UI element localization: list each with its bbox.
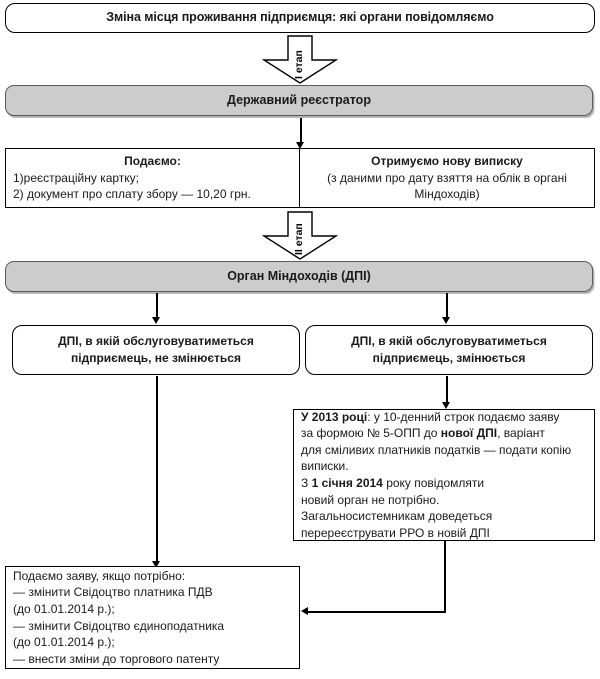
submit-line-2: 2) документ про сплату збору — 10,20 грн…	[13, 187, 251, 202]
connector-dpi-same-arrowhead	[152, 317, 160, 324]
receive-column: Отримуємо нову виписку (з даними про дат…	[300, 149, 594, 207]
submit-line-1: 1)реєстраційну картку;	[13, 170, 139, 185]
year-notice-line-5-post: року повідомляти	[382, 476, 485, 490]
connector-dpi-unchanged-to-apply	[156, 376, 158, 564]
tax-authority-bar: Орган Міндоходів (ДПІ)	[5, 261, 593, 292]
year-notice-line-1: У 2013 році: у 10-денний строк подаємо з…	[301, 409, 587, 426]
dpi-changed-line-2: підприємець, змінюється	[372, 351, 526, 365]
year-notice-line-2-post: , варіант	[497, 426, 545, 441]
connector-dpi-changed-to-year	[446, 376, 448, 405]
apply-line-5: (до 01.01.2014 р.);	[13, 635, 115, 650]
title-box: Зміна місця проживання підприємця: які о…	[5, 3, 595, 33]
apply-line-6: — внести зміни до торгового патенту	[13, 651, 220, 666]
connector-tax-to-dpi-same	[156, 293, 158, 319]
registrar-bar: Державний реєстратор	[5, 85, 593, 116]
connector-year-to-apply-arrowhead	[301, 607, 308, 615]
registrar-bar-label: Державний реєстратор	[227, 92, 371, 107]
stage-1-label: I етап	[293, 50, 305, 79]
year-notice-line-5-pre: З	[301, 476, 312, 490]
receive-line-1: (з даними про дату взяття на облік в орг…	[327, 170, 567, 185]
year-notice-line-4: виписки.	[301, 459, 349, 474]
year-notice-line-7: Загальносистемникам доведеться	[301, 509, 493, 524]
year-notice-line-3: для сміливих платників податків — подати…	[301, 442, 572, 457]
connector-dpi-changed-arrowhead	[442, 317, 450, 324]
apply-line-3: (до 01.01.2014 р.);	[13, 601, 115, 616]
receive-heading: Отримуємо нову виписку	[371, 154, 523, 169]
submit-heading: Подаємо:	[124, 154, 181, 169]
stage-2-label: II етап	[293, 223, 305, 255]
connector-registrar-arrowhead	[296, 142, 304, 149]
new-dpi-label: нової ДПІ	[440, 426, 498, 441]
year-notice-line-8: перереєструвати РРО в новій ДПІ	[301, 525, 490, 540]
year-2013-label: У 2013 році	[301, 409, 368, 424]
apply-line-4: — змінити Свідоцтво єдиноподатника	[13, 618, 225, 633]
year-notice-line-2-pre: за формою № 5-ОПП до	[301, 426, 441, 441]
connector-year-to-apply-vertical	[444, 541, 446, 613]
tax-authority-bar-label: Орган Міндоходів (ДПІ)	[227, 268, 371, 283]
year-notice-line-6: новий орган не потрібно.	[301, 492, 440, 507]
apply-line-1: Подаємо заяву, якщо потрібно:	[13, 568, 186, 583]
submit-column: Подаємо: 1)реєстраційну картку; 2) докум…	[6, 149, 300, 207]
year-notice-box: У 2013 році: у 10-денний строк подаємо з…	[293, 409, 595, 541]
connector-tax-to-dpi-changed	[446, 293, 448, 319]
dpi-unchanged-line-2: підприємець, не змінюється	[71, 351, 241, 365]
stage-1-arrow	[262, 35, 338, 85]
connector-registrar-to-split	[300, 118, 302, 145]
year-notice-line-5: З 1 січня 2014 року повідомляти	[301, 475, 587, 492]
connector-apply-arrowhead	[152, 561, 160, 568]
dpi-unchanged-box: ДПІ, в якій обслуговуватиметься підприєм…	[12, 325, 300, 375]
connector-year-arrowhead	[442, 402, 450, 409]
dpi-changed-line-1: ДПІ, в якій обслуговуватиметься	[351, 334, 547, 349]
year-notice-line-1-rest: : у 10-денний строк подаємо заяву	[367, 409, 560, 424]
stage-1-detail-box: Подаємо: 1)реєстраційну картку; 2) докум…	[5, 148, 595, 208]
receive-line-2: Міндоходів)	[414, 187, 480, 202]
page-title: Зміна місця проживання підприємця: які о…	[106, 10, 494, 25]
connector-year-to-apply-horizontal	[307, 611, 445, 613]
apply-statement-box: Подаємо заяву, якщо потрібно: — змінити …	[5, 566, 300, 669]
stage-2-arrow	[262, 211, 338, 261]
dpi-changed-box: ДПІ, в якій обслуговуватиметься підприєм…	[305, 325, 593, 375]
date-2014-label: 1 січня 2014	[311, 476, 383, 490]
apply-line-2: — змінити Свідоцтво платника ПДВ	[13, 585, 213, 600]
dpi-unchanged-line-1: ДПІ, в якій обслуговуватиметься	[58, 334, 254, 349]
year-notice-line-2: за формою № 5-ОПП до нової ДПІ, варіант	[301, 425, 587, 442]
